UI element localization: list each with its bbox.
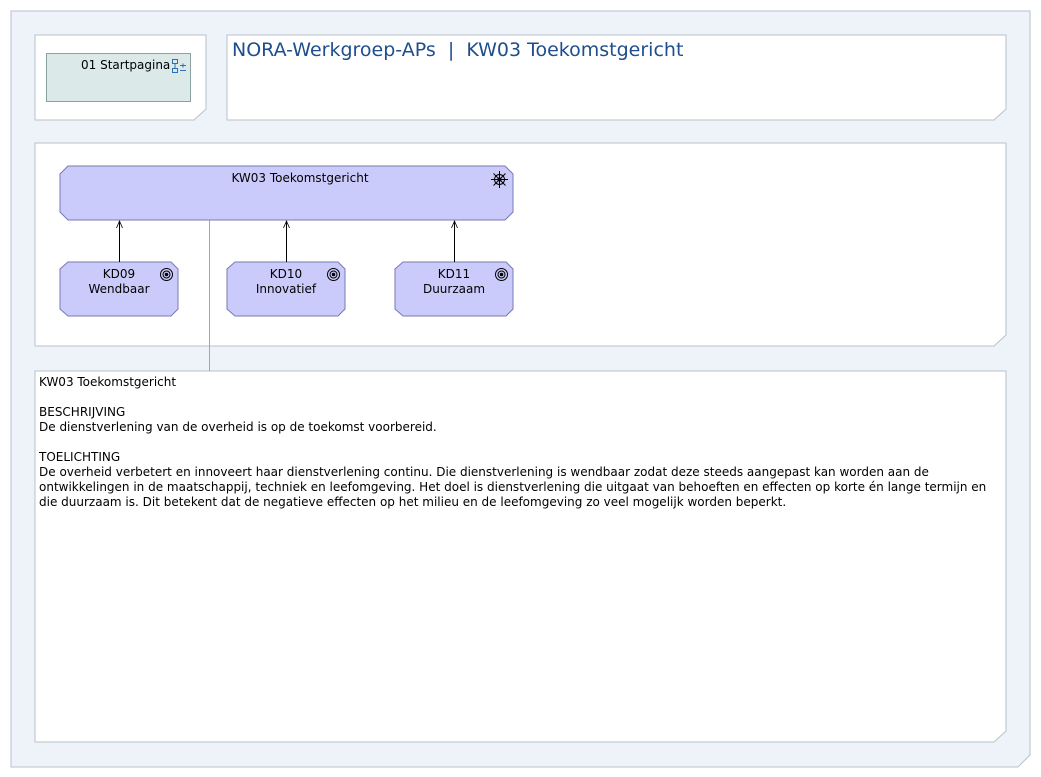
description-title: KW03 Toekomstgericht (39, 375, 177, 389)
goal-icon (327, 268, 340, 281)
node-code: KD09 (102, 267, 136, 281)
description-text: KW03 Toekomstgericht BESCHRIJVING De die… (39, 375, 999, 510)
startpagina-link[interactable]: 01 Startpagina (81, 58, 171, 72)
page-title: NORA-Werkgroep-APs | KW03 Toekomstgerich… (232, 39, 683, 61)
hierarchy-icon[interactable] (171, 58, 187, 74)
beschrijving-text: De dienstverlening van de overheid is op… (39, 420, 437, 434)
node-kd11-label: KD11 Duurzaam (395, 267, 513, 297)
title-separator: | (447, 39, 455, 61)
startpagina-link-box[interactable] (46, 53, 191, 102)
relation-kd11-kw03[interactable] (451, 219, 458, 262)
title-panel (226, 34, 1007, 121)
model-name: NORA-Werkgroep-APs (232, 39, 436, 61)
description-panel (34, 370, 1007, 743)
node-kd09-label: KD09 Wendbaar (60, 267, 178, 297)
view-name: KW03 Toekomstgericht (466, 39, 684, 61)
beschrijving-heading: BESCHRIJVING (39, 405, 126, 419)
node-kd10[interactable] (226, 261, 346, 317)
node-name: Duurzaam (422, 282, 486, 296)
node-kd11[interactable] (394, 261, 514, 317)
node-kd10-label: KD10 Innovatief (227, 267, 345, 297)
relation-kd10-kw03[interactable] (283, 219, 290, 262)
goal-icon (160, 268, 173, 281)
node-code: KD10 (269, 267, 303, 281)
node-name: Wendbaar (88, 282, 150, 296)
goal-icon (495, 268, 508, 281)
node-code: KD11 (437, 267, 471, 281)
node-name: Innovatief (255, 282, 317, 296)
toelichting-text: De overheid verbetert en innoveert haar … (39, 465, 987, 509)
node-kw03[interactable] (59, 165, 514, 221)
toelichting-heading: TOELICHTING (39, 450, 121, 464)
node-kw03-label: KW03 Toekomstgericht (231, 171, 369, 185)
driver-icon (491, 171, 508, 188)
relation-kd09-kw03[interactable] (116, 219, 123, 262)
node-kd09[interactable] (59, 261, 179, 317)
